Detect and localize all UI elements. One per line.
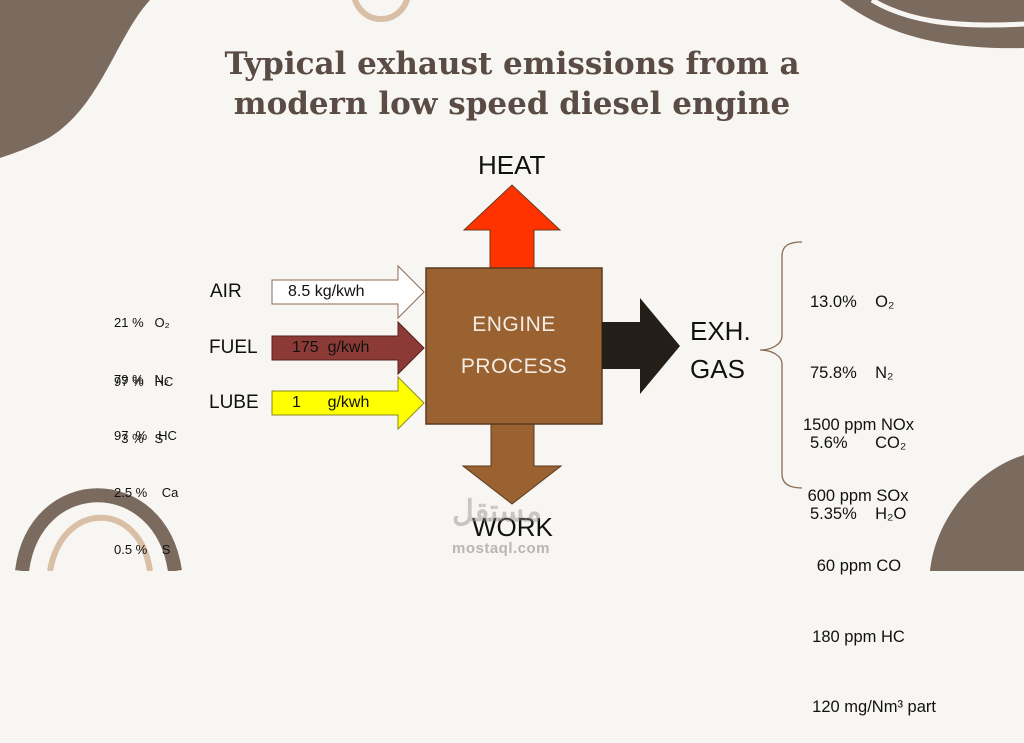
work-arrow: [461, 423, 563, 505]
heat-arrow: [462, 184, 562, 269]
exhaust-nox: 1500 ppm NOx: [803, 416, 914, 434]
watermark-arabic: مستقل: [452, 495, 542, 528]
title-line-1: Typical exhaust emissions from a: [224, 46, 800, 82]
exhaust-gas-label: EXH. GAS: [690, 312, 751, 388]
exhaust-co: 60 ppm CO: [803, 557, 902, 575]
ring-top: [352, 0, 410, 22]
corner-blob-bottom-right: [930, 455, 1024, 571]
lube-rate: 1 g/kwh: [292, 394, 370, 411]
fuel-composition-hc: 97 % HC: [114, 374, 174, 389]
lube-composition-s: 0.5 % S: [114, 542, 171, 557]
exhaust-label-line-2: GAS: [690, 354, 745, 384]
fuel-label: FUEL: [209, 337, 258, 358]
exhaust-label-line-1: EXH.: [690, 316, 751, 346]
engine-process-box: [425, 267, 603, 425]
page-title: Typical exhaust emissions from a modern …: [0, 44, 1024, 124]
engine-label-line-2: PROCESS: [460, 355, 568, 378]
air-composition: 21 % O₂ 79 % N₂: [114, 275, 170, 408]
exhaust-particulates: 120 mg/Nm³ part: [803, 698, 936, 716]
corner-blob-top-left: [0, 0, 150, 158]
fuel-composition-s: 3 % S: [114, 431, 164, 446]
lube-arrow: [271, 375, 425, 431]
work-label: WORK: [472, 512, 553, 542]
arc-bottom-left-inner: [47, 514, 153, 571]
exhaust-sox: 600 ppm SOx: [803, 486, 909, 505]
exhaust-arrow: [602, 298, 680, 394]
fuel-arrow: [271, 320, 425, 376]
heat-label: HEAT: [478, 150, 546, 180]
air-composition-n2: 79 % N₂: [114, 372, 169, 387]
lube-composition: 97 % HC 2.5 % Ca 0.5 % S: [114, 388, 178, 578]
title-line-2: modern low speed diesel engine: [233, 86, 791, 122]
arc-bottom-left-outer: [15, 488, 182, 571]
fuel-rate: 175 g/kwh: [292, 339, 370, 356]
exhaust-minor-components: 1500 ppm NOx 600 ppm SOx 60 ppm CO 180 p…: [803, 367, 936, 743]
background-decoration: [0, 0, 1024, 571]
process-diagram: [271, 184, 803, 505]
watermark-latin: mostaql.com: [452, 540, 551, 557]
exhaust-h2o: 5.35% H₂O: [810, 504, 907, 523]
lube-composition-ca: 2.5 % Ca: [114, 485, 179, 500]
air-composition-o2: 21 % O₂: [114, 315, 170, 330]
air-arrow: [271, 264, 425, 320]
corner-blob-top-right: [840, 0, 1024, 49]
exhaust-hc: 180 ppm HC: [803, 627, 905, 646]
ring-top-right: [870, 0, 1024, 28]
exhaust-o2: 13.0% O₂: [810, 293, 895, 311]
exhaust-co2: 5.6% CO₂: [810, 434, 907, 452]
air-label: AIR: [210, 281, 242, 302]
engine-label-line-1: ENGINE: [472, 313, 556, 336]
fuel-composition: 97 % HC 3 % S: [114, 334, 173, 467]
air-rate: 8.5 kg/kwh: [288, 283, 365, 300]
lube-composition-hc: 97 % HC: [114, 428, 177, 443]
exhaust-n2: 75.8% N₂: [810, 363, 894, 382]
exhaust-brace: [759, 241, 803, 489]
engine-process-label: ENGINE PROCESS: [426, 268, 602, 424]
lube-label: LUBE: [209, 392, 259, 413]
exhaust-major-components: 13.0% O₂ 75.8% N₂ 5.6% CO₂ 5.35% H₂O: [810, 244, 906, 550]
